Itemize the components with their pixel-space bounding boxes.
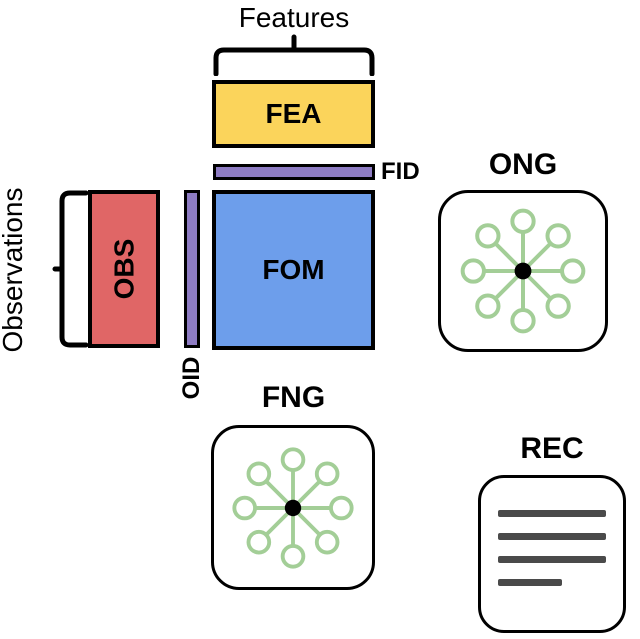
fom-matrix-box: FOM: [212, 190, 375, 350]
observations-brace: [52, 190, 88, 348]
document-line: [498, 579, 562, 586]
fng-label: FNG: [261, 381, 326, 414]
document-lines-icon: [498, 510, 606, 586]
fid-bar: [213, 164, 375, 180]
document-line: [498, 533, 606, 540]
center-node: [514, 262, 532, 280]
fom-label: FOM: [262, 254, 325, 285]
oid-bar: [184, 190, 200, 348]
document-line: [498, 510, 606, 517]
obs-matrix-box: OBS: [88, 190, 160, 348]
oid-label: OID: [178, 356, 205, 400]
fng-graph-box: [211, 425, 375, 590]
features-brace: [213, 34, 375, 76]
obs-label: OBS: [108, 238, 139, 300]
star-graph-icon: [460, 208, 586, 334]
center-node: [284, 499, 302, 516]
rec-document-box: [478, 475, 626, 633]
features-axis-label: Features: [238, 2, 350, 33]
fea-matrix-box: FEA: [212, 80, 375, 148]
rec-label: REC: [520, 432, 584, 465]
ong-label: ONG: [488, 148, 558, 181]
star-graph-icon: [232, 446, 354, 569]
fea-label: FEA: [265, 98, 322, 129]
fid-label: FID: [381, 158, 420, 185]
document-line: [498, 556, 606, 563]
observations-axis-label: Observations: [0, 187, 28, 353]
ong-graph-box: [438, 190, 608, 352]
